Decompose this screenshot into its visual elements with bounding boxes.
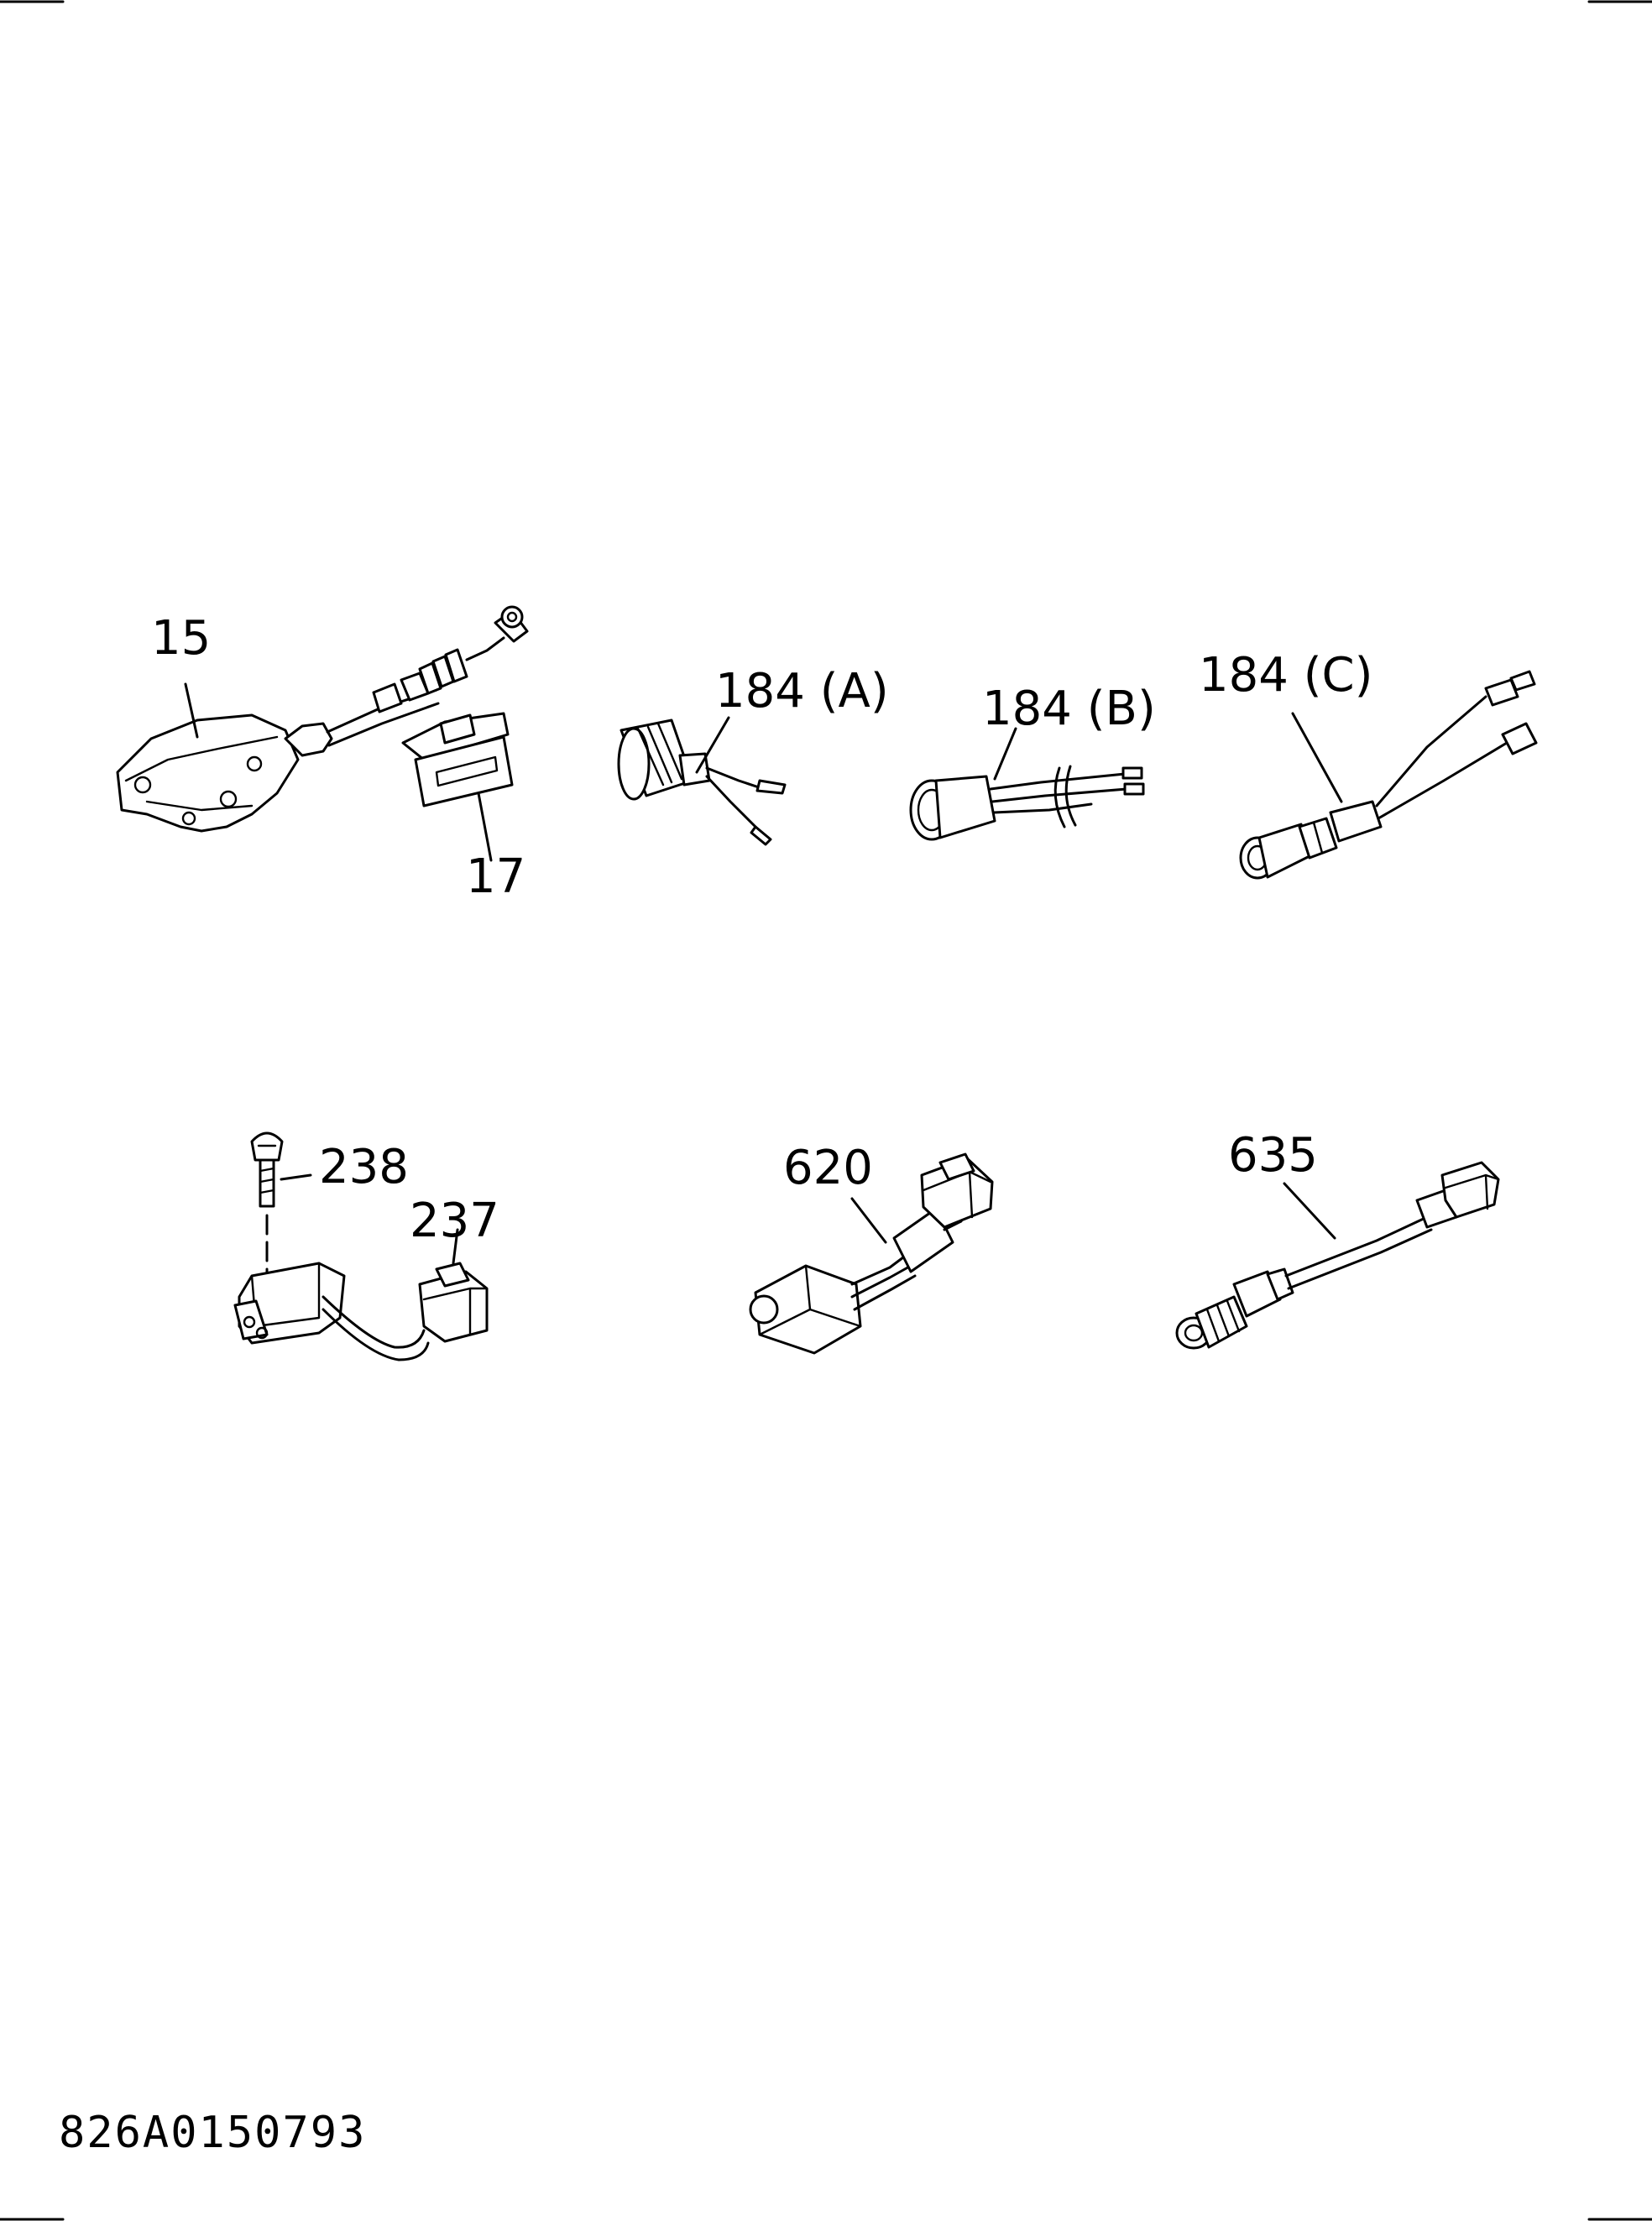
part-184b-connector <box>909 727 1145 841</box>
label-part-184a: 184 (A) <box>715 664 889 719</box>
label-part-17: 17 <box>466 849 526 904</box>
label-part-620: 620 <box>783 1141 873 1195</box>
part-15-sensor-cable <box>116 605 529 833</box>
label-part-635: 635 <box>1228 1128 1318 1183</box>
part-184c-switch <box>1239 670 1538 880</box>
label-part-184b: 184 (B) <box>982 682 1156 736</box>
part-635-sensor <box>1175 1161 1500 1350</box>
label-part-15: 15 <box>151 611 212 666</box>
part-238-bolt <box>250 1131 312 1278</box>
label-part-184c: 184 (C) <box>1199 648 1373 703</box>
part-237-sensor <box>233 1228 489 1361</box>
part-620-harness <box>749 1152 994 1355</box>
label-part-237: 237 <box>410 1194 499 1248</box>
part-184a-sensor <box>617 716 787 846</box>
label-part-238: 238 <box>319 1140 409 1194</box>
drawing-code: 826A0150793 <box>59 2108 367 2158</box>
part-17-bracket <box>401 712 514 862</box>
